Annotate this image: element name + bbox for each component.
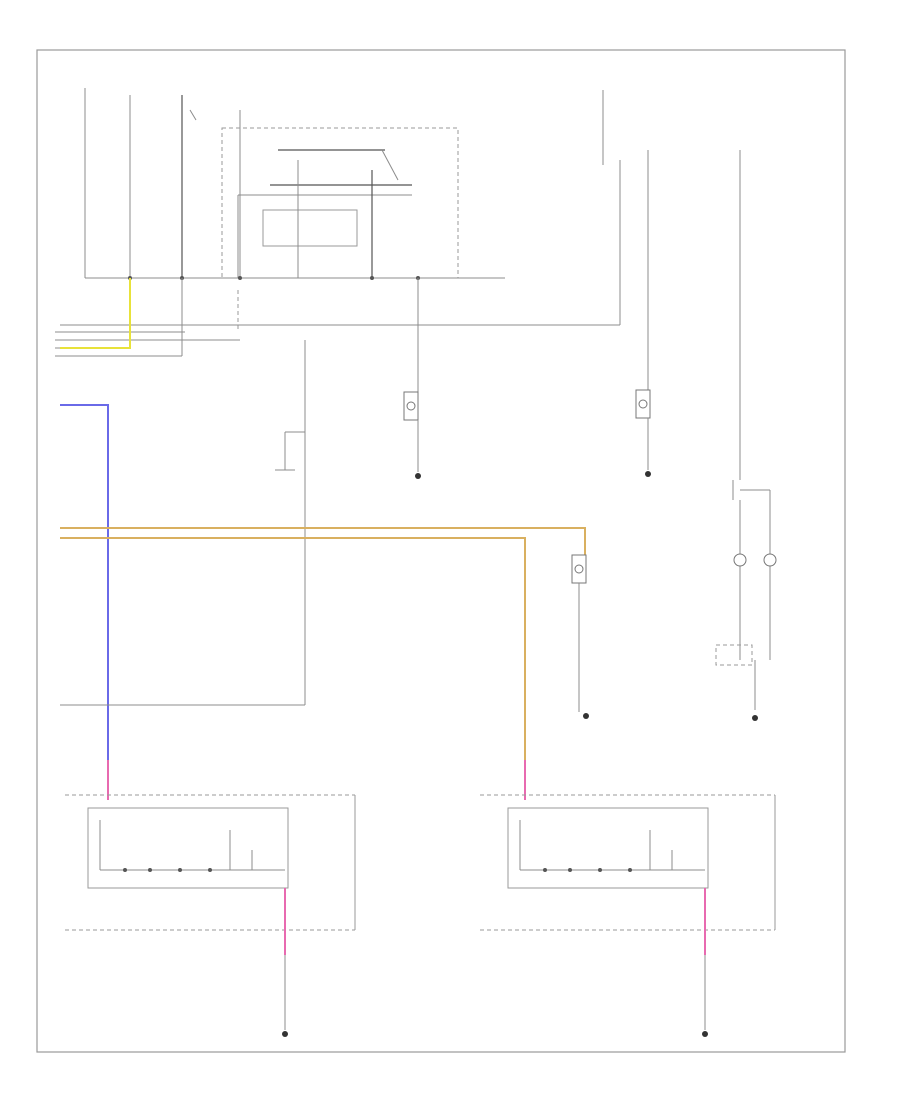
bulb-left-lamp (733, 553, 747, 567)
wire-tan-2 (60, 537, 526, 800)
bulb-center-right (571, 554, 589, 719)
wire-blue (60, 404, 109, 800)
bulb-right-license (635, 389, 651, 477)
relay-box (221, 127, 459, 279)
connector-strip (55, 276, 620, 395)
dimmer-unit (262, 209, 358, 247)
switch-center (275, 340, 306, 705)
ground-right-lower (702, 1031, 708, 1037)
fuse-column-1 (84, 88, 131, 278)
right-lamp-cluster (715, 480, 777, 721)
bulb-left-license (403, 391, 421, 479)
upper-right-wiring (602, 90, 741, 480)
ground-left-lower (282, 1031, 288, 1037)
wire-yellow (60, 278, 131, 349)
wire-tan-1 (60, 527, 586, 560)
diagram-border (36, 49, 846, 1053)
bulb-right-lamp (763, 553, 777, 567)
right-lamp-assembly (480, 760, 776, 1037)
fuse-2 (181, 95, 197, 278)
left-lamp-assembly (65, 760, 356, 1037)
